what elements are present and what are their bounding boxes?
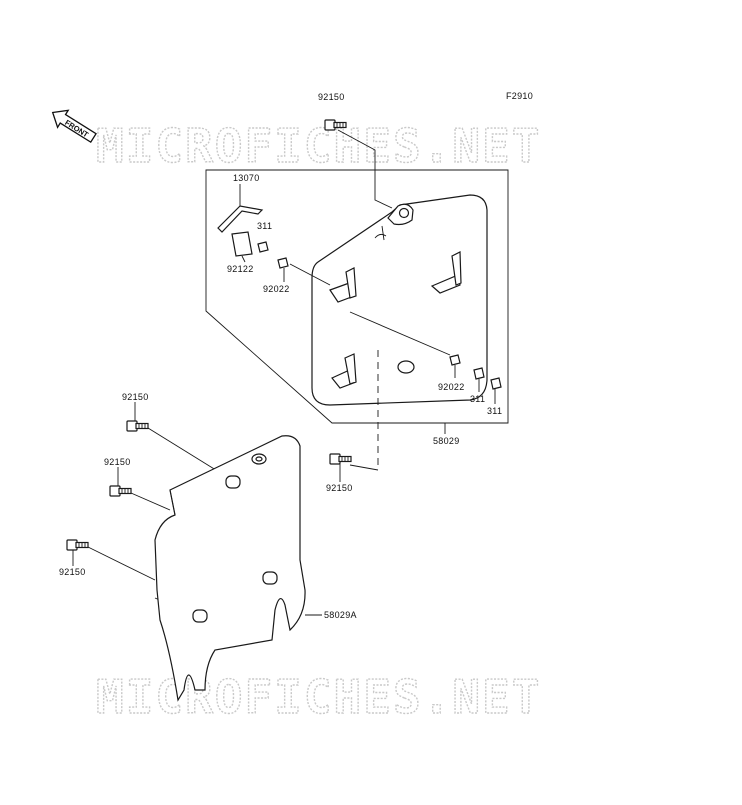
bolt-top-92150-icon	[324, 119, 347, 131]
part-label-311-right1: 311	[470, 394, 485, 404]
nut-311-right2-icon	[490, 377, 502, 390]
part-label-92150-left3: 92150	[59, 567, 86, 577]
nut-311-right1-icon	[473, 367, 485, 380]
figure-code: F2910	[506, 91, 533, 101]
bolt-middle-92150-icon	[329, 453, 352, 465]
bolt-left-2-icon	[109, 485, 132, 497]
part-label-92150-left1: 92150	[122, 392, 149, 402]
nut-311-upper-icon	[257, 241, 269, 253]
bolt-left-3-icon	[66, 539, 89, 551]
leader-92150-top	[337, 129, 393, 209]
part-label-311-right2: 311	[487, 406, 502, 416]
bolt-left-1-icon	[126, 420, 149, 432]
front-arrow-icon: FRONT	[51, 109, 97, 144]
watermark-bottom: MICROFICHES.NET	[96, 670, 541, 724]
washer-92022-right-icon	[449, 354, 461, 366]
part-label-92150-left2: 92150	[104, 457, 131, 467]
washer-92022-upper-icon	[277, 257, 289, 269]
part-label-58029: 58029	[433, 436, 460, 446]
part-label-13070: 13070	[233, 173, 260, 183]
leader-92150-middle	[349, 464, 379, 471]
leader-92022-upper	[289, 263, 331, 286]
part-label-92022-right: 92022	[438, 382, 465, 392]
rod-13070	[217, 205, 264, 257]
part-label-92122: 92122	[227, 264, 254, 274]
part-label-58029A: 58029A	[324, 610, 357, 620]
part-label-92150-middle: 92150	[326, 483, 353, 493]
leader-bolt-left-2	[130, 492, 171, 511]
part-label-92022-upper: 92022	[263, 284, 290, 294]
leader-bolt-left-3	[87, 546, 156, 581]
number-plate-58029A	[154, 435, 306, 702]
part-label-311-upper: 311	[257, 221, 272, 231]
part-label-92150-top: 92150	[318, 92, 345, 102]
assembly-outline	[205, 169, 509, 424]
number-plate-58029	[311, 194, 488, 406]
shaft-line	[349, 311, 451, 356]
leader-92122	[241, 255, 246, 263]
watermark-top: MICROFICHES.NET	[96, 119, 541, 173]
